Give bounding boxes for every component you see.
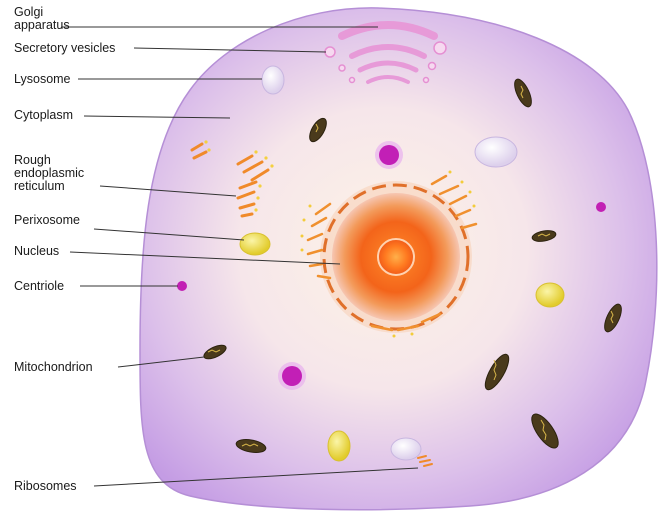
lysosome xyxy=(262,66,284,94)
label-secretory-vesicles: Secretory vesicles xyxy=(14,42,115,55)
label-mitochondrion: Mitochondrion xyxy=(14,361,93,374)
spiky-vesicle xyxy=(375,141,403,169)
centriole xyxy=(596,202,606,212)
lysosome xyxy=(475,137,517,167)
nucleolus xyxy=(378,239,414,275)
label-cytoplasm: Cytoplasm xyxy=(14,109,73,122)
label-golgi-apparatus: Golgi apparatus xyxy=(14,6,70,32)
label-ribosomes: Ribosomes xyxy=(14,480,77,493)
spiky-vesicle xyxy=(278,362,306,390)
peroxisome xyxy=(328,431,350,461)
label-nucleus: Nucleus xyxy=(14,245,59,258)
label-peroxisome: Perixosome xyxy=(14,214,80,227)
label-rer-line3: reticulum xyxy=(14,180,84,193)
label-rough-er: Rough endoplasmic reticulum xyxy=(14,154,84,193)
centriole xyxy=(177,281,187,291)
label-lysosome: Lysosome xyxy=(14,73,71,86)
lysosome xyxy=(391,438,421,460)
peroxisome xyxy=(240,233,270,255)
peroxisome xyxy=(536,283,564,307)
label-golgi-line2: apparatus xyxy=(14,19,70,32)
label-centriole: Centriole xyxy=(14,280,64,293)
